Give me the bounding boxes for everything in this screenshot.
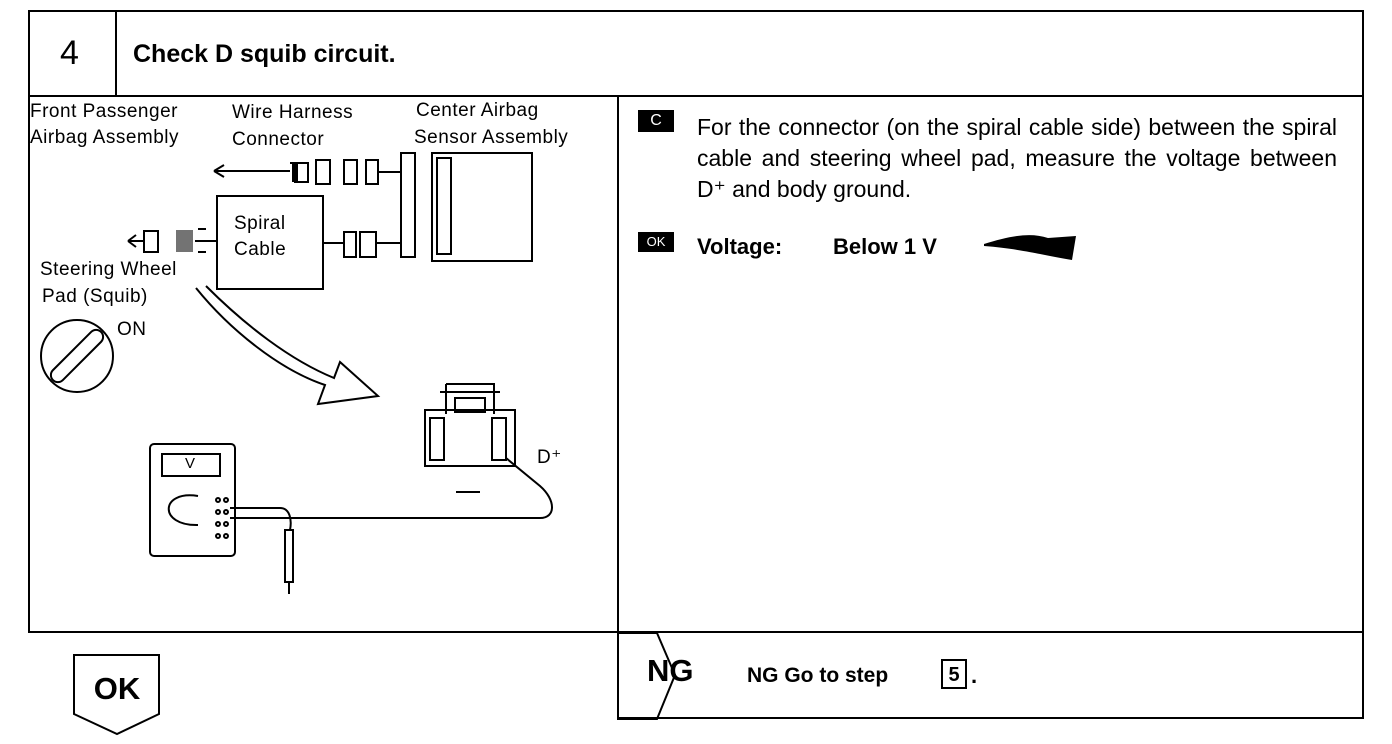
multimeter-dial bbox=[167, 494, 199, 527]
label-ignition-on: ON bbox=[117, 319, 147, 340]
probe-lead-positive bbox=[230, 457, 553, 519]
label-wire-harness-line2: Connector bbox=[232, 129, 325, 150]
ok-result-label: OK bbox=[93, 671, 141, 706]
center-airbag-sensor-box bbox=[431, 152, 533, 262]
ng-step-reference[interactable]: 5 bbox=[941, 659, 967, 689]
ok-result-box: OK bbox=[73, 654, 160, 736]
pointer-arrow bbox=[195, 285, 381, 406]
probe-lead-ground bbox=[230, 507, 292, 531]
ignition-switch bbox=[40, 319, 114, 393]
connector-bar bbox=[400, 152, 416, 258]
left-harness-connectors bbox=[128, 228, 217, 253]
spec-label: Voltage: bbox=[697, 234, 783, 259]
header-divider bbox=[28, 95, 1364, 97]
ground-probe bbox=[284, 529, 294, 583]
label-steering-wheel-line1: Steering Wheel bbox=[40, 259, 177, 280]
ng-result-box: NG NG Go to step 5 . bbox=[617, 631, 1364, 720]
ng-result-text: NG Go to step bbox=[747, 664, 889, 687]
label-front-passenger-line2: Airbag Assembly bbox=[30, 127, 180, 148]
spiral-cable-box bbox=[216, 195, 324, 290]
spec-value: Below 1 V bbox=[833, 234, 937, 259]
check-instruction-text: For the connector (on the spiral cable s… bbox=[697, 114, 1337, 202]
column-divider bbox=[617, 95, 619, 720]
label-terminal-d-plus: D⁺ bbox=[537, 447, 562, 468]
step-title: Check D squib circuit. bbox=[133, 40, 396, 68]
ok-badge: OK bbox=[638, 232, 674, 252]
label-meter-v: V bbox=[185, 455, 196, 472]
label-center-airbag-line1: Center Airbag bbox=[416, 100, 539, 121]
sensor-connector-slot bbox=[436, 157, 452, 255]
label-front-passenger-line1: Front Passenger bbox=[30, 101, 178, 122]
label-spiral-cable-line2: Cable bbox=[234, 239, 287, 260]
multimeter-display bbox=[161, 453, 221, 477]
ng-result-label: NG bbox=[647, 653, 694, 688]
upper-harness-connectors bbox=[226, 159, 401, 185]
label-steering-wheel-line2: Pad (Squib) bbox=[42, 286, 148, 307]
multimeter-body bbox=[149, 443, 236, 557]
step-number-divider bbox=[115, 10, 117, 97]
connector-closeup bbox=[424, 383, 516, 467]
pointer-hand-icon bbox=[984, 235, 1076, 260]
label-spiral-cable-line1: Spiral bbox=[234, 213, 286, 234]
label-wire-harness-line1: Wire Harness bbox=[232, 102, 354, 123]
step-number: 4 bbox=[60, 34, 79, 72]
label-center-airbag-line2: Sensor Assembly bbox=[414, 127, 569, 148]
ng-period: . bbox=[971, 663, 978, 688]
check-badge: C bbox=[638, 110, 674, 132]
lower-harness-connectors bbox=[323, 231, 401, 258]
